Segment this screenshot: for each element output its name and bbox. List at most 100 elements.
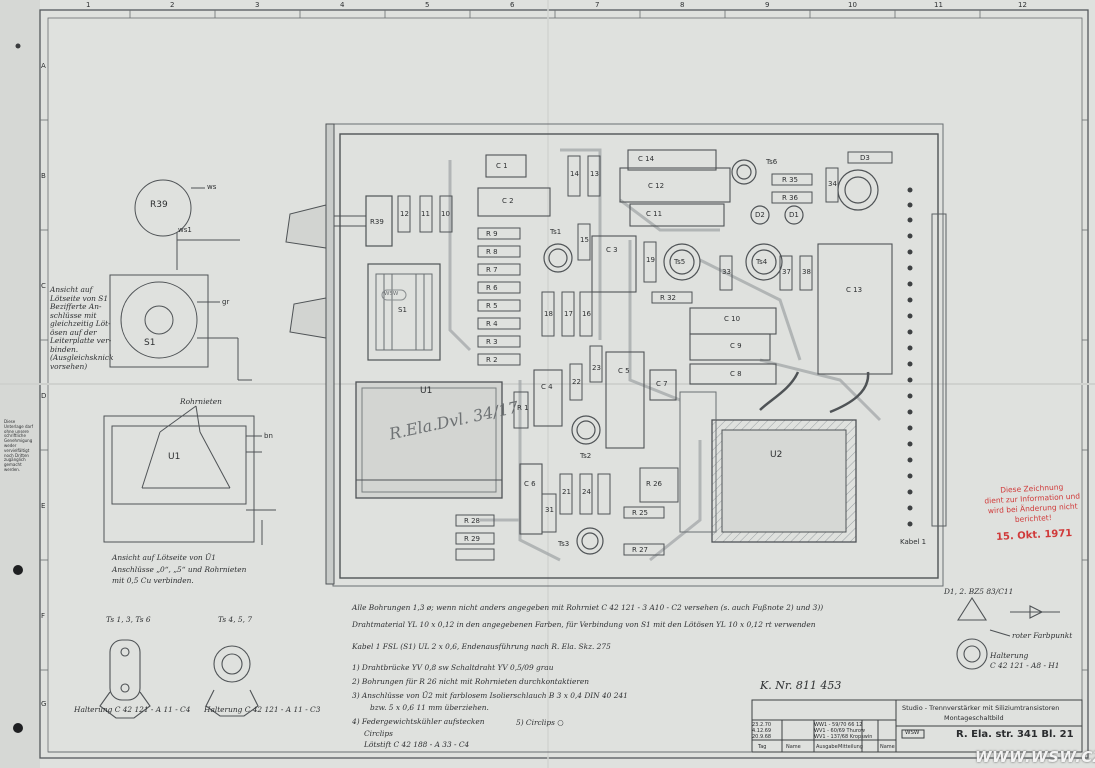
label-r28: R 28 xyxy=(464,517,480,525)
grid-col-9: 9 xyxy=(765,1,770,9)
label-c1: C 1 xyxy=(496,162,508,170)
circlips-note: 5) Circlips ○ xyxy=(516,718,564,727)
label-r4: R 4 xyxy=(486,320,498,328)
ts-right-title: Ts 4, 5, 7 xyxy=(218,615,253,624)
u1-note-2: Anschlüsse „0“, „5“ und Rohrnieten xyxy=(112,565,247,574)
label-r1: R 1 xyxy=(517,404,529,412)
grid-col-11: 11 xyxy=(934,1,943,9)
label-r10: 10 xyxy=(441,210,450,218)
label-r25: R 25 xyxy=(632,509,648,517)
label-r19: 19 xyxy=(646,256,655,264)
label-r13: 13 xyxy=(590,170,599,178)
label-c14: C 14 xyxy=(638,155,655,163)
note-line-2: Drahtmaterial YL 10 x 0,12 in den angege… xyxy=(352,620,816,629)
hdr-mitteilung: Mitteilung xyxy=(838,744,863,750)
label-r16: 16 xyxy=(582,310,591,318)
label-r34: 34 xyxy=(828,180,837,188)
s1-note-line: Lötseite von S1 xyxy=(50,293,109,303)
s1-note-line: Leiterplatte ver- xyxy=(50,336,112,346)
grid-row-e: E xyxy=(41,502,46,510)
diode-title: D1, 2. BZ5 83/C11 xyxy=(944,587,1014,596)
side-legal-text: Diese Unterlage darf ohne unsere schrift… xyxy=(4,419,34,472)
label-c4: C 4 xyxy=(541,383,553,391)
footnote-1: 1) Drahtbrücke YV 0,8 sw Schaltdraht YV … xyxy=(352,663,554,672)
r39-view xyxy=(134,179,240,270)
diode-mark: roter Farbpunkt xyxy=(1012,631,1073,640)
label-ts3: Ts3 xyxy=(558,540,570,548)
label-r7: R 7 xyxy=(486,266,498,274)
label-r35: R 35 xyxy=(782,176,798,184)
s1-note-line: gleichzeitig Löt- xyxy=(50,319,111,329)
rev-row-1: WW1 - 59/70 66 12 xyxy=(814,722,863,728)
label-r37: 37 xyxy=(782,268,791,276)
ts-left-caption: Halterung C 42 121 - A 11 - C4 xyxy=(74,705,191,714)
footnote-2: 2) Bohrungen für R 26 nicht mit Rohrniet… xyxy=(352,677,590,686)
label-ts6: Ts6 xyxy=(766,158,778,166)
label-d1: D1 xyxy=(789,211,799,219)
grid-col-10: 10 xyxy=(848,1,857,9)
label-r3: R 3 xyxy=(486,338,498,346)
hdr-tag: Tag xyxy=(758,744,767,750)
drawing-number: R. Ela. str. 341 Bl. 21 xyxy=(956,729,1074,740)
label-rohrnieten: Rohrnieten xyxy=(180,397,222,406)
label-c9: C 9 xyxy=(730,342,742,350)
label-c11: C 11 xyxy=(646,210,663,218)
label-r18: 18 xyxy=(544,310,553,318)
s1-note-line: Ansicht auf xyxy=(50,285,93,294)
label-c6: C 6 xyxy=(524,480,536,488)
grid-col-7: 7 xyxy=(595,1,600,9)
label-r27: R 27 xyxy=(632,546,648,554)
s1-note-line: vorsehen) xyxy=(50,361,88,371)
u1-note-3: mit 0,5 Cu verbinden. xyxy=(112,576,194,585)
grid-col-3: 3 xyxy=(255,1,260,9)
wsw-pcb-logo: WSW xyxy=(384,291,399,297)
label-r11: 11 xyxy=(421,210,430,218)
hdr-name: Name xyxy=(786,744,801,750)
hdr-name-2: Name xyxy=(880,744,895,750)
label-r8: R 8 xyxy=(486,248,498,256)
footnote-3b: bzw. 5 x 0,6 11 mm überziehen. xyxy=(370,703,489,712)
label-r26: R 26 xyxy=(646,480,662,488)
title-sub: Montageschaltbild xyxy=(944,714,1004,722)
label-c12: C 12 xyxy=(648,182,665,190)
label-u1-pcb: U1 xyxy=(420,386,433,396)
s1-note-line: Bezifferte An- xyxy=(50,302,102,312)
label-ws1: ws1 xyxy=(178,226,192,234)
label-u2-pcb: U2 xyxy=(770,450,783,460)
label-r39-view: R39 xyxy=(150,200,168,210)
u1-note-1: Ansicht auf Lötseite von Ü1 xyxy=(112,553,216,562)
label-r21: 21 xyxy=(562,488,571,496)
label-c13: C 13 xyxy=(846,286,863,294)
grid-row-d: D xyxy=(41,392,47,400)
label-r14: 14 xyxy=(570,170,579,178)
label-c10: C 10 xyxy=(724,315,741,323)
title-main: Studio - Trennverstärker mit Siliziumtra… xyxy=(902,704,1060,712)
label-r17: 17 xyxy=(564,310,573,318)
company-logo: WSW xyxy=(905,730,920,736)
grid-row-g: G xyxy=(41,700,47,708)
label-ts4: Ts4 xyxy=(756,258,768,266)
diode-holder-1: Halterung xyxy=(990,651,1029,660)
label-s1-view: S1 xyxy=(144,338,156,348)
s1-note-line: schlüsse mit xyxy=(50,310,97,320)
ts-left-title: Ts 1, 3, Ts 6 xyxy=(106,615,151,624)
label-r24: 24 xyxy=(582,488,591,496)
grid-col-12: 12 xyxy=(1018,1,1027,9)
label-r15: 15 xyxy=(580,236,589,244)
grid-row-f: F xyxy=(41,612,46,620)
s1-view-note: Ansicht auf Lötseite von S1 Bezifferte A… xyxy=(50,285,114,371)
label-ts1: Ts1 xyxy=(550,228,562,236)
grid-col-1: 1 xyxy=(86,1,91,9)
grid-col-5: 5 xyxy=(425,1,430,9)
label-r32: R 32 xyxy=(660,294,676,302)
label-r6: R 6 xyxy=(486,284,498,292)
diode-detail xyxy=(956,596,1060,670)
label-d2: D2 xyxy=(755,211,765,219)
grid-col-6: 6 xyxy=(510,1,515,9)
hdr-ausgabe: Ausgabe xyxy=(816,744,838,750)
label-d3: D3 xyxy=(860,154,870,162)
label-r36: R 36 xyxy=(782,194,798,202)
footnote-3: 3) Anschlüsse von Ü2 mit farblosem Isoli… xyxy=(352,691,628,700)
label-r33: 33 xyxy=(722,268,731,276)
